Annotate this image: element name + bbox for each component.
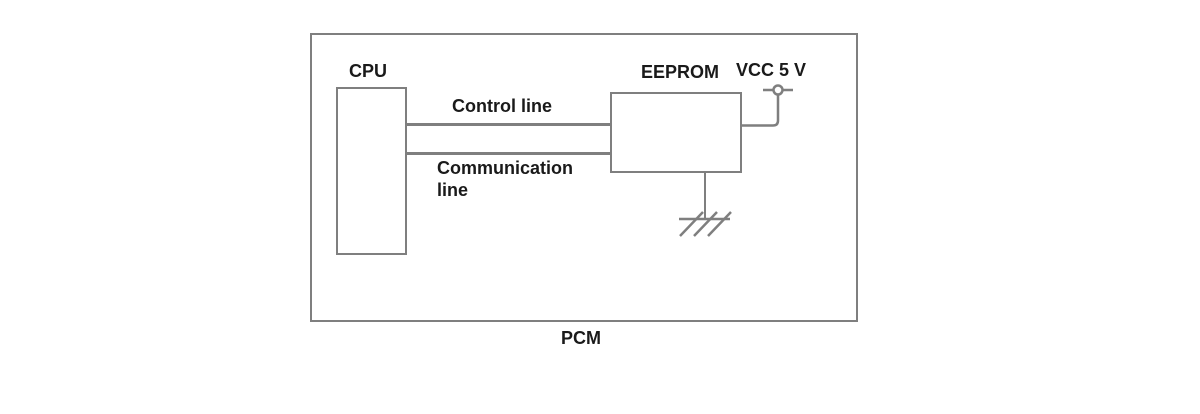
pcm-boundary xyxy=(310,33,858,322)
pcm-label: PCM xyxy=(561,328,601,348)
control-line-label: Control line xyxy=(452,96,552,116)
vcc-label: VCC 5 V xyxy=(736,60,807,80)
eeprom-label: EEPROM xyxy=(641,62,720,82)
eeprom-block xyxy=(610,92,742,173)
cpu-label: CPU xyxy=(349,61,388,81)
vcc-wire xyxy=(741,94,780,127)
communication-line-label: Communication line xyxy=(437,158,574,200)
vcc-terminal-icon xyxy=(763,84,793,96)
ground-icon xyxy=(679,211,732,237)
cpu-block xyxy=(336,87,407,255)
